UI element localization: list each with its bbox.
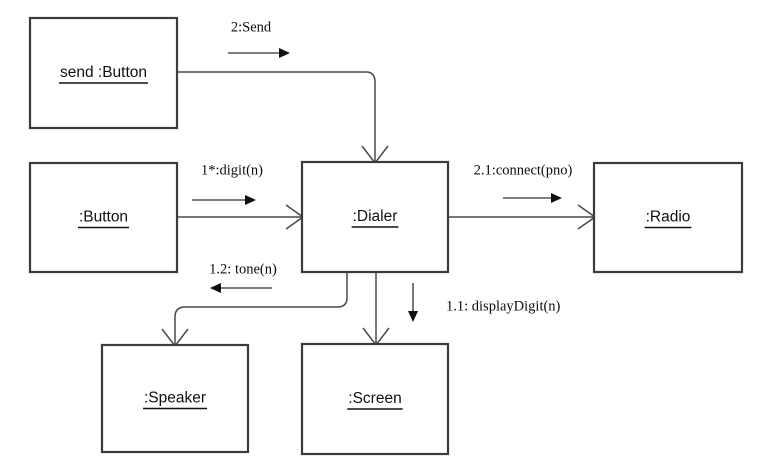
msg-2-send-arrow-icon xyxy=(279,48,290,58)
link-dialer-speaker xyxy=(161,272,348,348)
msg-1-digit: 1*:digit(n) xyxy=(192,162,263,205)
object-label-dialer: :Dialer xyxy=(353,208,398,225)
msg-1-digit-label: 1*:digit(n) xyxy=(201,162,263,178)
objects-layer: send :Button :Button :Dialer :Radio :Speaker… xyxy=(28,16,744,456)
messages-layer: 2:Send 1*:digit(n) 2.1:connect(pno) 1.2: to… xyxy=(192,19,572,322)
object-box-speaker[interactable] xyxy=(100,343,250,454)
msg-2-send-label: 2:Send xyxy=(231,19,272,35)
link-button-dialer xyxy=(177,204,305,230)
msg-12-tone-arrow-icon xyxy=(210,283,221,293)
object-label-send-button: send :Button xyxy=(60,64,147,81)
msg-12-tone-label: 1.2: tone(n) xyxy=(209,261,277,277)
object-send-button[interactable]: send :Button xyxy=(28,16,179,130)
link-dialer-radio xyxy=(448,204,597,230)
msg-21-connect: 2.1:connect(pno) xyxy=(474,162,573,203)
object-box-screen[interactable] xyxy=(300,342,450,456)
object-box-button[interactable] xyxy=(28,161,179,274)
msg-21-connect-label: 2.1:connect(pno) xyxy=(474,162,573,178)
object-screen[interactable]: :Screen xyxy=(300,342,450,456)
link-dialer-speaker-line xyxy=(174,272,348,345)
object-dialer[interactable]: :Dialer xyxy=(300,160,450,274)
msg-2-send: 2:Send xyxy=(228,19,290,58)
link-send-dialer-line xyxy=(177,71,376,162)
object-label-button: :Button xyxy=(79,209,128,226)
msg-11-displaydigit: 1.1: displayDigit(n) xyxy=(408,283,561,322)
msg-12-tone: 1.2: tone(n) xyxy=(209,261,277,293)
object-radio[interactable]: :Radio xyxy=(592,161,744,274)
object-button[interactable]: :Button xyxy=(28,161,179,274)
object-label-speaker: :Speaker xyxy=(144,390,206,407)
msg-1-digit-arrow-icon xyxy=(245,195,256,205)
object-label-screen: :Screen xyxy=(348,390,401,407)
msg-21-connect-arrow-icon xyxy=(551,193,562,203)
object-box-dialer[interactable] xyxy=(300,160,450,274)
msg-11-displaydigit-arrow-icon xyxy=(408,311,418,322)
link-dialer-screen xyxy=(362,272,390,347)
object-box-radio[interactable] xyxy=(592,161,744,274)
object-box-send-button[interactable] xyxy=(28,16,179,130)
link-send-dialer xyxy=(177,71,389,165)
msg-11-displaydigit-label: 1.1: displayDigit(n) xyxy=(446,298,561,314)
object-speaker[interactable]: :Speaker xyxy=(100,343,250,454)
object-label-radio: :Radio xyxy=(646,209,691,226)
